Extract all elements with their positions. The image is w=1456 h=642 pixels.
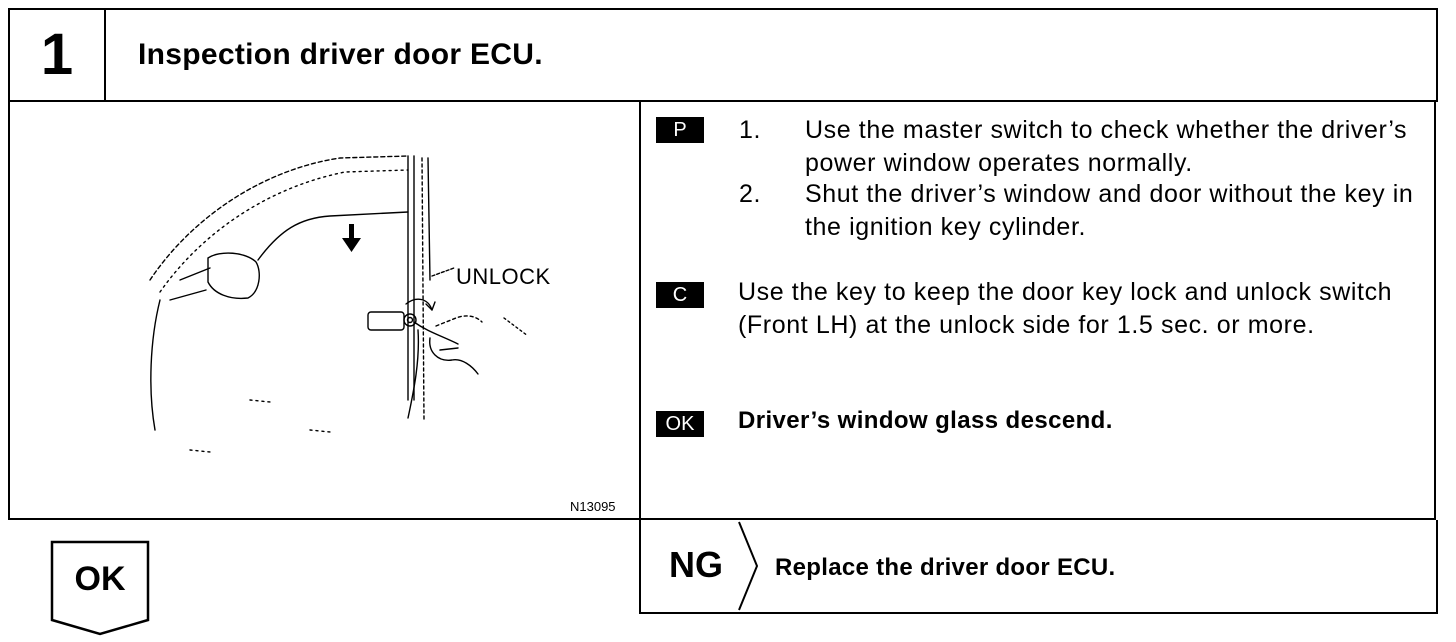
p-badge: P [656,117,704,143]
door-illustration [149,155,529,453]
step-item-number: 1. [739,116,762,144]
figure-id: N13095 [570,499,616,514]
list-item: 2. Shut the driver’s window and door wit… [739,178,1429,244]
c-badge: C [656,282,704,308]
ok-badge: OK [656,411,704,437]
ok-arrow-label: OK [74,560,126,598]
illustration-panel: UNLOCK N13095 [8,100,641,520]
chevron-right-icon [738,521,759,611]
step-item-text: Shut the driver’s window and door withou… [805,180,1414,241]
step-item-text: Use the master switch to check whether t… [805,116,1408,177]
step-item-number: 2. [739,180,762,208]
step-header: 1 Inspection driver door ECU. [8,8,1438,102]
step-number-cell: 1 [10,10,106,100]
check-instruction: Use the key to keep the door key lock an… [738,278,1393,339]
unlock-label: UNLOCK [456,264,551,289]
ok-arrow-icon [50,540,150,636]
ng-label: NG [669,544,723,585]
ng-action: Replace the driver door ECU. [775,554,1116,581]
ng-row: NG Replace the driver door ECU. [639,520,1438,614]
step-number: 1 [40,22,74,87]
list-item: 1. Use the master switch to check whethe… [739,114,1429,180]
ok-result: Driver’s window glass descend. [738,407,1113,434]
step-title: Inspection driver door ECU. [138,38,543,71]
procedure-panel: P 1. Use the master switch to check whet… [639,100,1436,520]
